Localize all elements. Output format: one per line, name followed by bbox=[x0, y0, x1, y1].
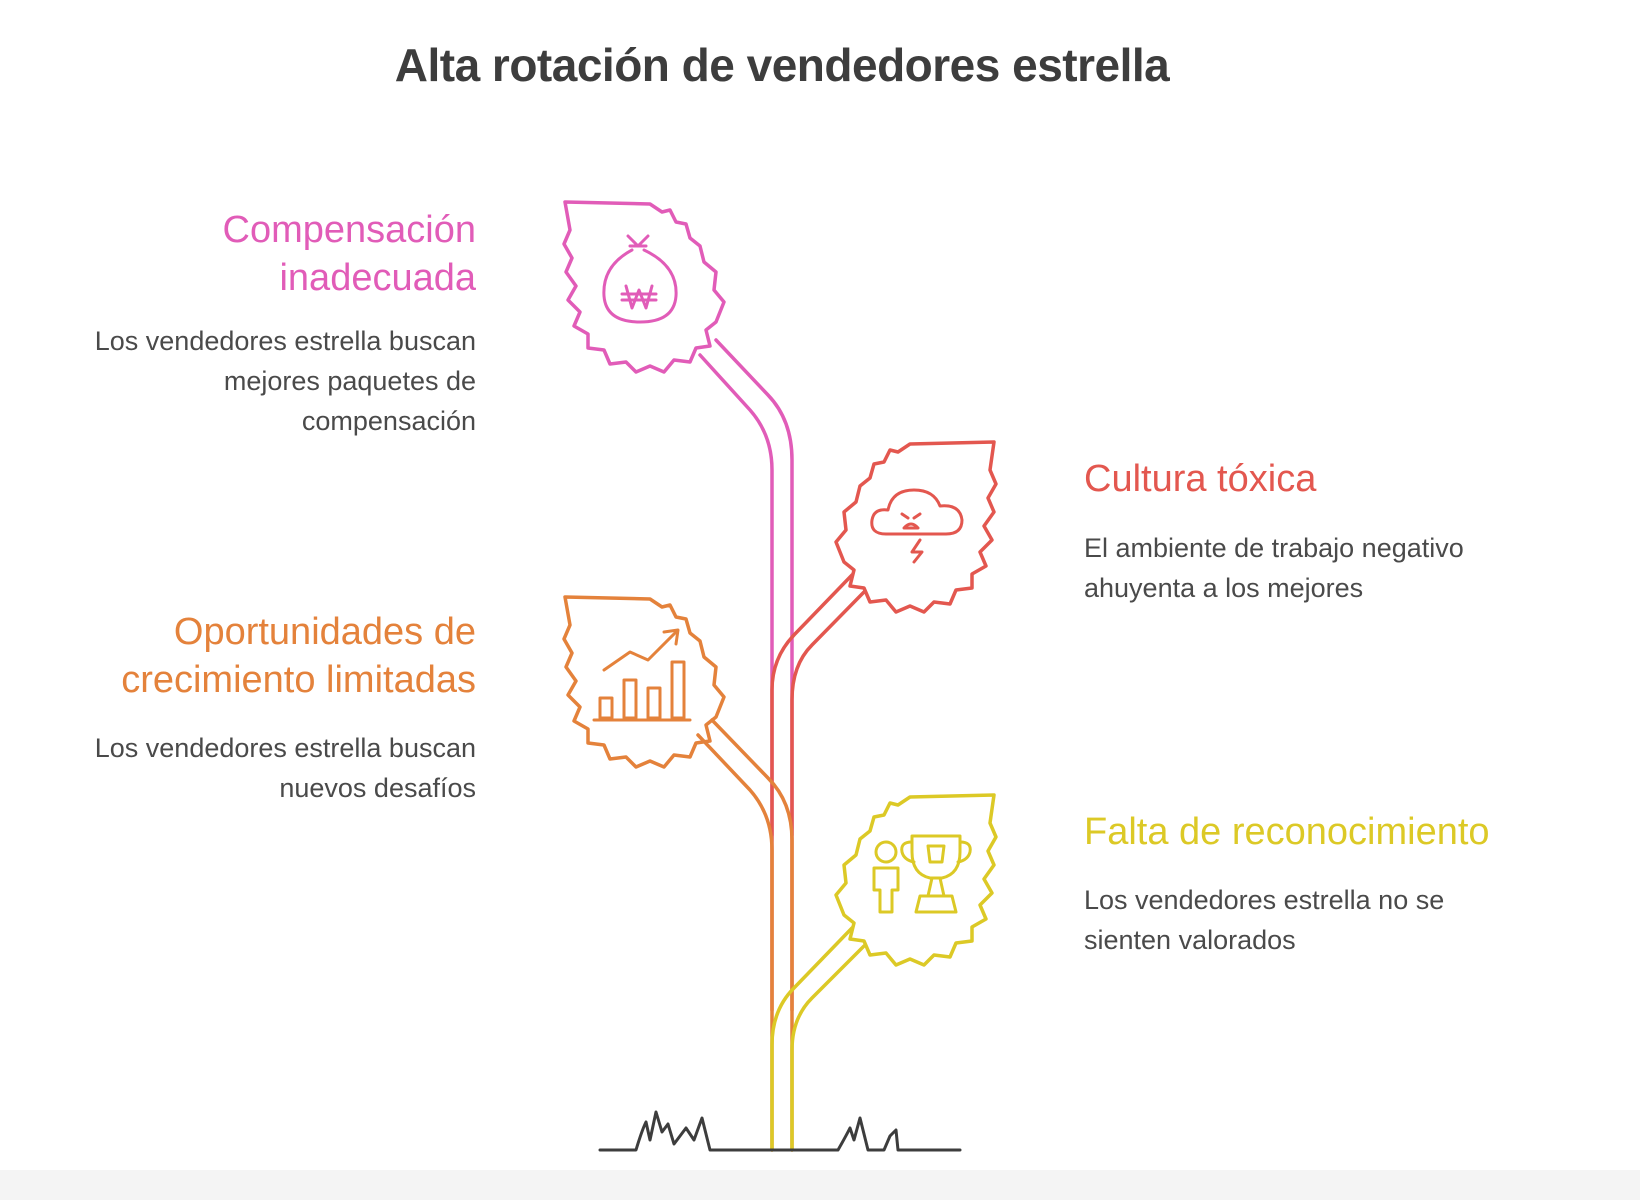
stem-yellow bbox=[770, 926, 866, 1152]
item-desc-line: Los vendedores estrella buscan bbox=[94, 733, 476, 763]
leaf-cultura bbox=[834, 440, 998, 614]
ground-line bbox=[598, 1110, 962, 1152]
stem-red bbox=[770, 573, 866, 1012]
leaf-reconocimiento bbox=[834, 793, 998, 967]
bottom-strip bbox=[0, 1170, 1640, 1200]
item-desc-line: sienten valorados bbox=[1084, 925, 1296, 955]
item-title-line: inadecuada bbox=[279, 257, 476, 299]
item-desc-line: ahuyenta a los mejores bbox=[1084, 573, 1364, 603]
item-desc-line: Los vendedores estrella no se bbox=[1084, 885, 1445, 915]
item-desc-oportunidades: Los vendedores estrella buscan nuevos de… bbox=[95, 728, 476, 808]
item-desc-line: nuevos desafíos bbox=[279, 773, 476, 803]
stem-pink bbox=[698, 338, 794, 837]
stem-orange bbox=[696, 718, 794, 1152]
leaf-compensacion bbox=[562, 200, 726, 374]
growth-chart-icon bbox=[592, 628, 692, 722]
item-desc-line: mejores paquetes de bbox=[223, 366, 476, 396]
person-trophy-icon bbox=[872, 834, 972, 914]
item-title-compensacion: Compensación inadecuada bbox=[223, 206, 476, 302]
item-desc-line: compensación bbox=[301, 406, 476, 436]
item-title-line: Oportunidades de bbox=[173, 611, 476, 653]
item-desc-reconocimiento: Los vendedores estrella no se sienten va… bbox=[1084, 880, 1444, 960]
leaf-oportunidades bbox=[562, 595, 726, 769]
money-bag-icon bbox=[602, 234, 678, 324]
item-title-reconocimiento: Falta de reconocimiento bbox=[1084, 808, 1490, 856]
page-title: Alta rotación de vendedores estrella bbox=[394, 39, 1170, 91]
item-desc-cultura: El ambiente de trabajo negativo ahuyenta… bbox=[1084, 528, 1464, 608]
item-title-line: crecimiento limitadas bbox=[121, 659, 476, 701]
item-desc-line: El ambiente de trabajo negativo bbox=[1084, 533, 1464, 563]
item-title-line: Cultura tóxica bbox=[1084, 458, 1317, 500]
item-desc-line: Los vendedores estrella buscan bbox=[94, 326, 476, 356]
item-title-line: Compensación bbox=[222, 209, 476, 251]
item-title-cultura: Cultura tóxica bbox=[1084, 455, 1316, 503]
item-title-line: Falta de reconocimiento bbox=[1084, 811, 1490, 853]
item-desc-compensacion: Los vendedores estrella buscan mejores p… bbox=[95, 321, 476, 441]
storm-cloud-icon bbox=[870, 488, 964, 564]
item-title-oportunidades: Oportunidades de crecimiento limitadas bbox=[121, 608, 476, 704]
